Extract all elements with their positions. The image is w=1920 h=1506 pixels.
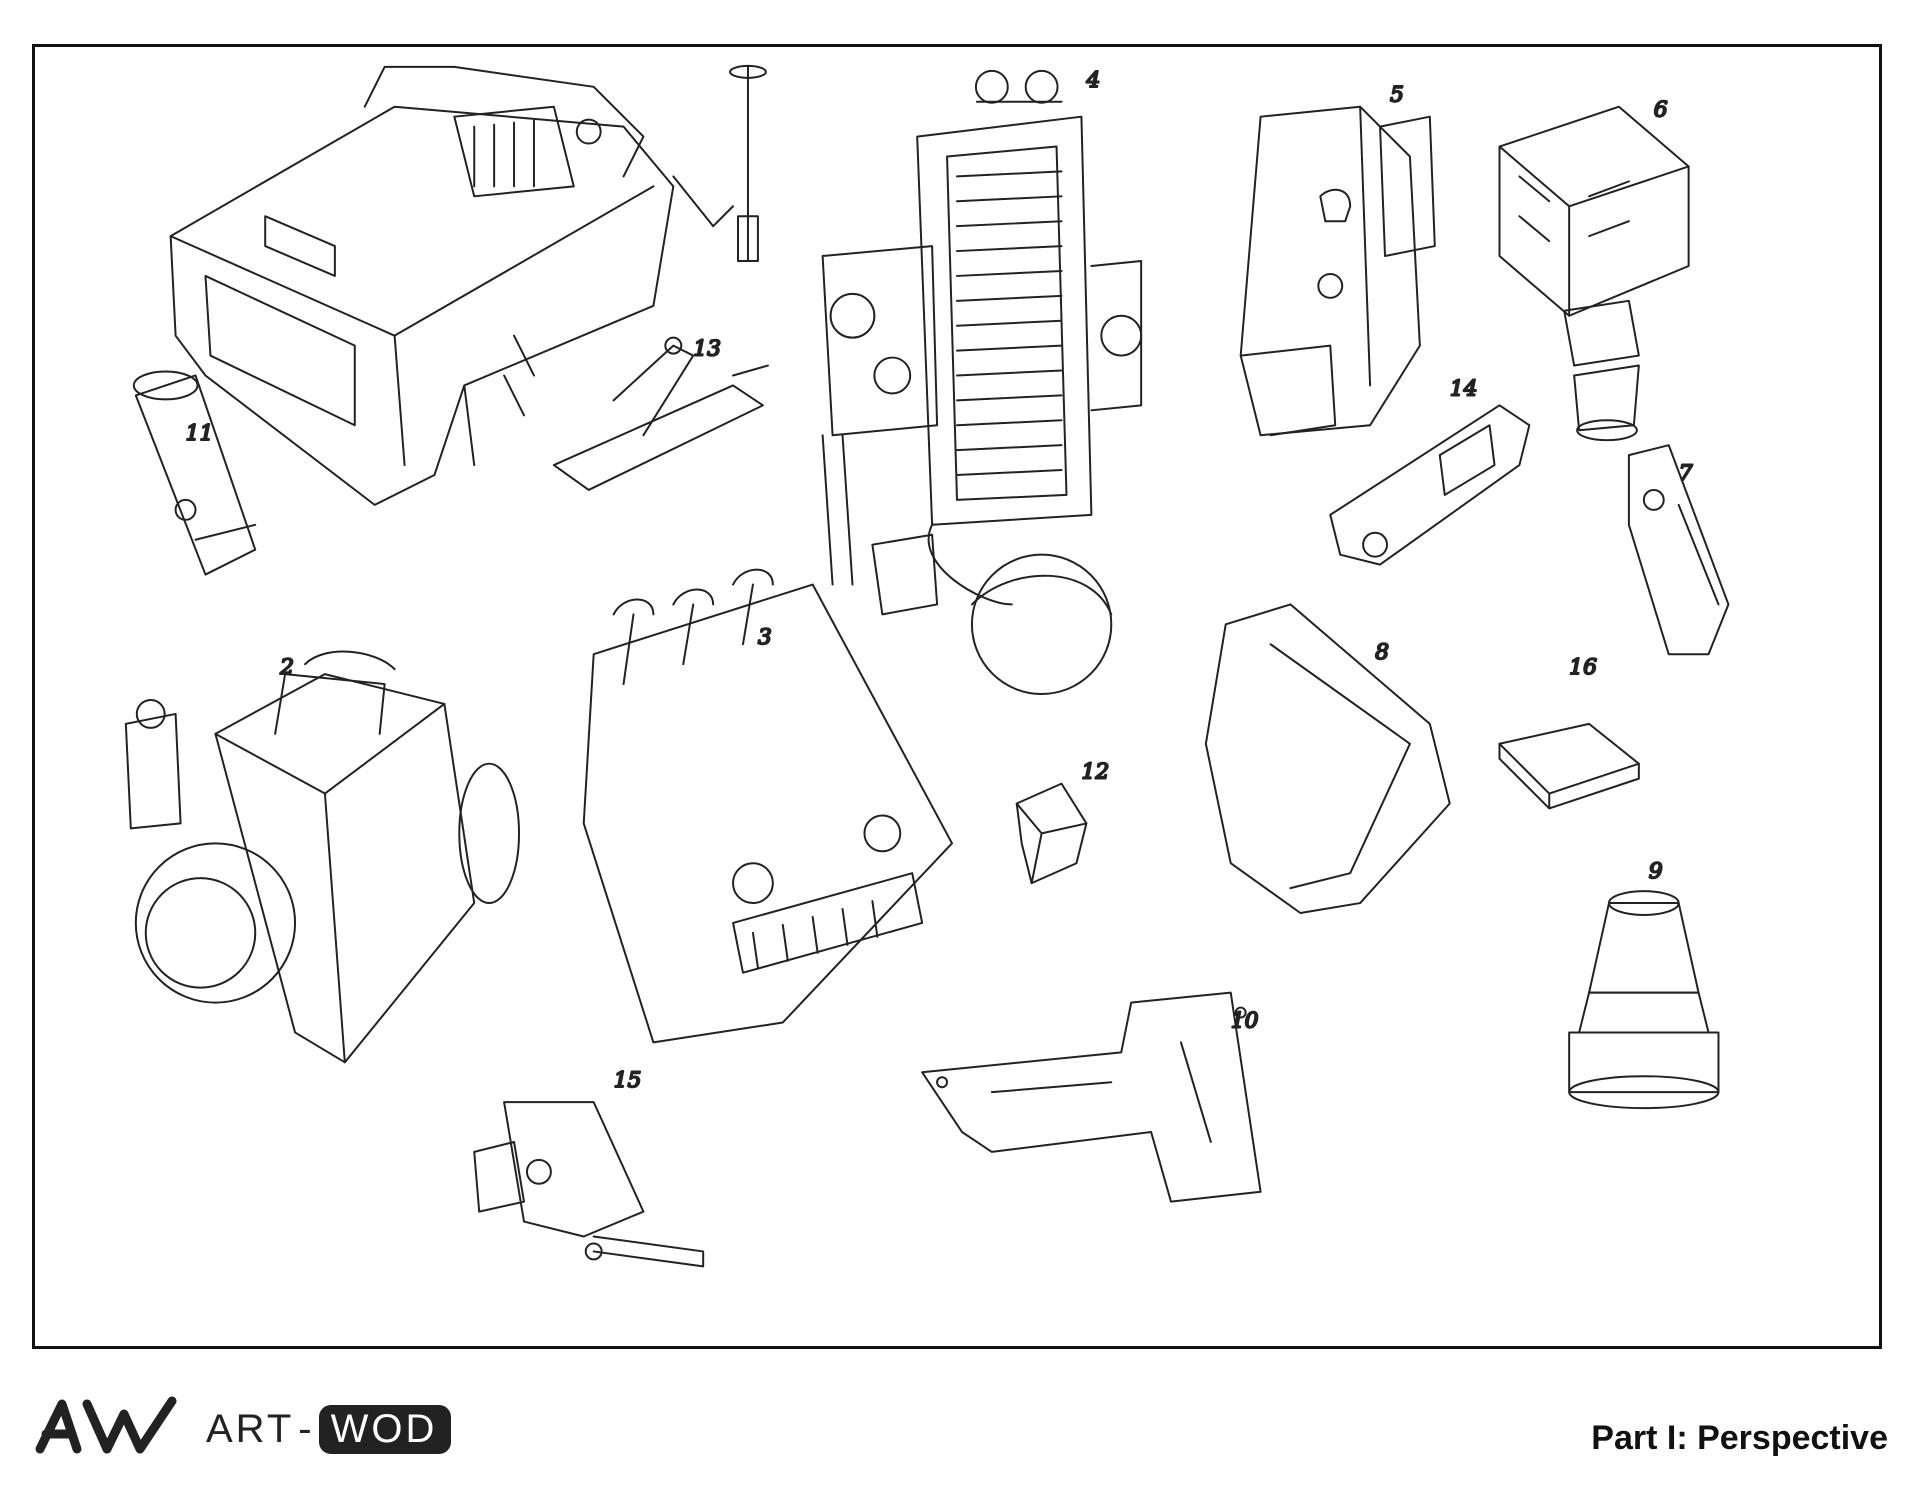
brand-right-pill: WOD — [318, 1405, 452, 1454]
part-title: Part I: Perspective — [1591, 1419, 1888, 1457]
sketch-label: 8 — [1375, 640, 1389, 665]
sketch-drawings: 2 3 4 5 6 7 8 9 10 11 12 13 14 15 16 — [124, 64, 1730, 1268]
sketch-post-item — [672, 64, 767, 263]
sketch-camera-box-2 — [124, 650, 521, 1064]
sketch-shield-8 — [1204, 603, 1451, 914]
sketch-sheet-frame: 2 3 4 5 6 7 8 9 10 11 12 13 14 15 16 — [32, 44, 1882, 1349]
brand-left-text: ART — [206, 1407, 295, 1451]
sketch-cage-lamp-6 — [1498, 105, 1690, 442]
sketch-grip-10 — [921, 991, 1262, 1203]
sketch-device-3 — [582, 568, 954, 1044]
artwod-logo — [32, 1389, 182, 1459]
sketch-cylinder-11 — [132, 370, 257, 576]
sketch-label: 10 — [1231, 1008, 1259, 1033]
footer: ART - WOD Part I: Perspective — [0, 1349, 1920, 1506]
sketch-lantern-9 — [1568, 890, 1720, 1110]
sketch-large-crate — [169, 65, 675, 506]
brand-wordmark: ART - WOD — [206, 1405, 452, 1454]
brand-dash: - — [298, 1407, 315, 1451]
sketch-cube-12 — [1015, 782, 1088, 885]
sketch-gun-part-14 — [1329, 404, 1531, 566]
sketch-label: 9 — [1649, 859, 1663, 884]
sketch-label: 5 — [1390, 83, 1404, 108]
sketch-label: 13 — [693, 337, 721, 362]
sketch-label: 12 — [1081, 760, 1109, 785]
artwod-logo-icon — [35, 1396, 177, 1454]
sketch-label: 6 — [1654, 98, 1668, 123]
sketch-plate-16 — [1498, 722, 1640, 810]
sketch-label: 16 — [1569, 655, 1597, 680]
sketch-coffee-machine-5 — [1239, 105, 1436, 437]
sketch-label: 3 — [758, 625, 772, 650]
sketch-label: 2 — [279, 655, 294, 680]
sketch-label: 11 — [186, 421, 214, 446]
sketch-radiator-4 — [821, 69, 1143, 696]
sketch-label: 14 — [1450, 376, 1478, 401]
sketch-mechanism-15 — [473, 1101, 705, 1268]
sketch-label: 4 — [1085, 68, 1100, 93]
sketch-arm-tool-13 — [552, 336, 769, 491]
sketch-label: 7 — [1679, 461, 1693, 486]
sketch-handle-7 — [1627, 444, 1730, 656]
sketch-label: 15 — [614, 1068, 642, 1093]
